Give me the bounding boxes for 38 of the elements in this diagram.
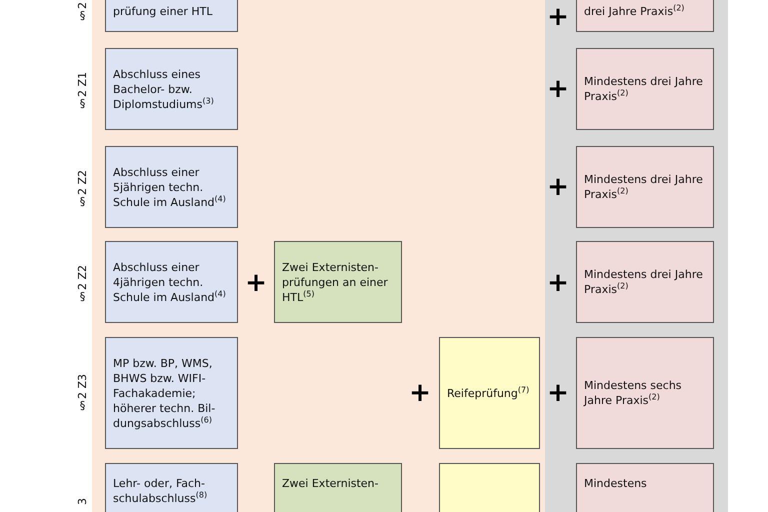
requirement-text: Lehr- oder, Fach- schulabschluss$^{(8)}$ [113,476,208,506]
requirement-text: Abschluss einer 4jährigen techn. Schule im Ausland$^{(4)}$ [113,260,227,304]
requirement-text: Abschluss eines Bachelor- bzw. Diplomstudiums$^{(3)}$ [113,66,215,112]
plus-sign: + [547,380,569,406]
requirement-box [439,337,540,449]
requirement-text: Zwei Externisten- [282,476,379,491]
requirement-text: Zwei Externisten- prüfungen an einer HTL$^{(5)}$ [282,260,389,304]
requirement-text: Mindestens drei Jahre Praxis$^{(2)}$ [584,267,704,297]
requirement-text: Reifeprüfung$^{(7)}$ [447,386,530,400]
requirement-box [576,146,714,228]
plus-sign: + [547,4,569,30]
requirement-box [105,241,238,323]
requirement-text: Mindestens [584,476,647,491]
requirement-box [576,241,714,323]
row-label: §2 Z3 [76,374,89,412]
requirement-text: Mindestens drei Jahre Praxis$^{(2)}$ [584,172,704,202]
row-label: §2 Z2 [76,170,89,208]
requirement-text: Mindestens sechs Jahre Praxis$^{(2)}$ [584,378,683,408]
requirement-box [105,146,238,228]
requirement-box [274,241,402,323]
requirement-text: MP bzw. BP, WMS, BHWS bzw. WIFI-Fachakademie; höherer techn. Bil- dungsabschluss$^{(6)}$ [113,356,216,430]
plus-sign: + [547,174,569,200]
row-label: §2 [76,2,89,22]
requirement-box [576,48,714,130]
plus-sign: + [409,380,431,406]
requirement-text: Mindestens drei Jahre Praxis$^{(2)}$ [584,74,704,104]
row-label: §2 Z1 [76,72,89,110]
row-label: 3 [76,498,89,505]
plus-sign: + [547,270,569,296]
plus-sign: + [245,270,267,296]
row-label: §2 Z2 [76,265,89,304]
requirement-text: Abschluss einer 5jährigen techn. Schule im Ausland$^{(4)}$ [113,164,227,210]
requirement-box [105,337,238,449]
requirement-text: prüfung einer HTL [113,4,212,19]
requirement-text: drei Jahre Praxis$^{(2)}$ [584,4,684,19]
requirement-box [576,337,714,449]
plus-sign: + [547,76,569,102]
requirement-box [105,48,238,130]
